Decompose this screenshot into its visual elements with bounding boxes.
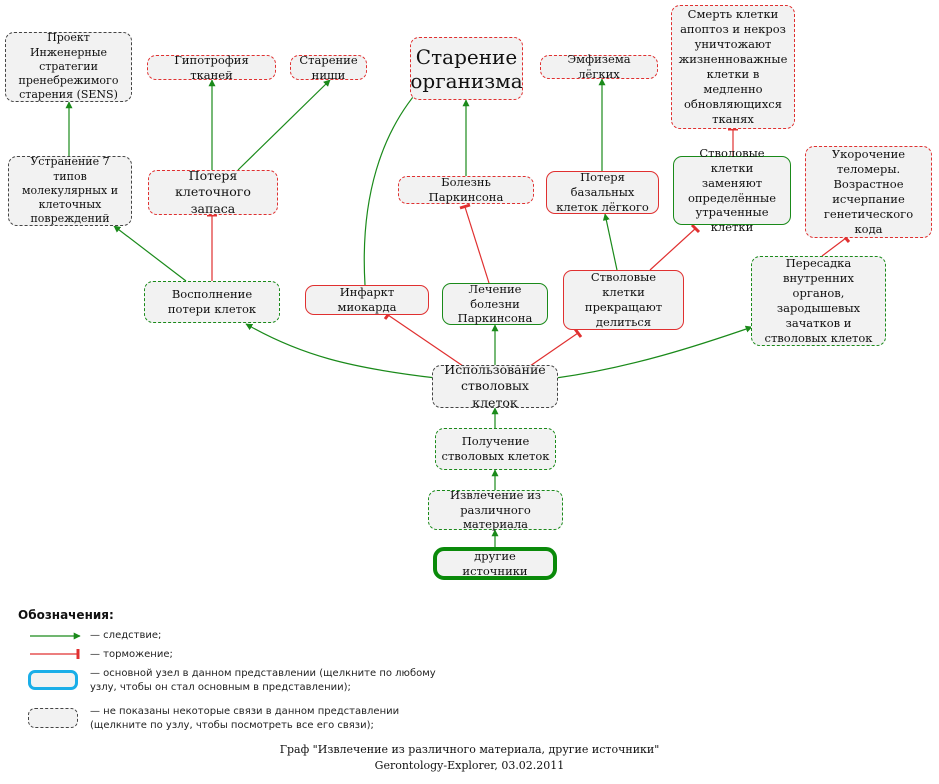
- node-seven-damage-types[interactable]: Устранение 7 типов молекулярных и клеточ…: [8, 155, 132, 226]
- node-tissue-hypotrophy[interactable]: Гипотрофия тканей: [147, 53, 276, 82]
- edge-replenish-to-seven: [113, 225, 187, 282]
- edge-reserve-to-niche: [237, 79, 331, 171]
- edge-stop-to-basal: [602, 213, 618, 271]
- caption-title: Граф "Извлечение из различного материала…: [279, 743, 660, 756]
- node-cell-loss-replenish[interactable]: Восполнение потери клеток: [144, 281, 280, 323]
- legend-main-node-swatch: [28, 670, 78, 690]
- legend-consequence-text: — следствие;: [90, 630, 162, 641]
- edge-transplant-inhibits-telomere: [821, 237, 847, 257]
- node-other-sources[interactable]: другие источники: [433, 547, 557, 580]
- node-parkinson-treatment[interactable]: Лечение болезни Паркинсона: [442, 282, 548, 325]
- node-stem-cell-use[interactable]: Использование стволовых клеток: [432, 362, 558, 410]
- node-organism-aging[interactable]: Старение организма: [410, 37, 523, 100]
- caption-source: Gerontology-Explorer, 03.02.2011: [374, 759, 565, 772]
- node-organ-transplant[interactable]: Пересадка внутренних органов, зародышевы…: [751, 256, 886, 346]
- node-stem-cell-obtain[interactable]: Получение стволовых клеток: [435, 428, 556, 470]
- edge-use-inhibits-infarct: [387, 314, 464, 367]
- node-cell-reserve-loss[interactable]: Потеря клеточного запаса: [148, 168, 278, 216]
- edge-use-inhibits-stop: [529, 332, 579, 367]
- node-extraction[interactable]: Извлечение из различного материала: [428, 488, 563, 531]
- edge-treatment-inhibits-parkinson: [464, 206, 490, 284]
- node-basal-cell-loss[interactable]: Потеря базальных клеток лёгкого: [546, 170, 659, 214]
- node-cell-death[interactable]: Смерть клетки апоптоз и некроз уничтожаю…: [671, 5, 795, 129]
- edge-stop-inhibits-replace: [649, 227, 697, 271]
- node-niche-aging[interactable]: Старение ниши: [290, 53, 367, 82]
- legend-inhibition-text: — торможение;: [90, 649, 173, 660]
- node-parkinson-disease[interactable]: Болезнь Паркинсона: [398, 175, 534, 204]
- edge-use-to-transplant: [555, 325, 753, 379]
- node-stem-cells-replace[interactable]: Стволовые клетки заменяют определённые у…: [673, 146, 791, 234]
- legend-main-node-text: — основной узел в данном представлении (…: [90, 668, 436, 693]
- node-stem-cells-stop[interactable]: Стволовые клетки прекращают делиться: [563, 270, 684, 330]
- node-sens-project[interactable]: Проект Инженерные стратегии пренебрежимо…: [5, 31, 132, 102]
- node-emphysema[interactable]: Эмфизема лёгких: [540, 52, 658, 81]
- legend-hidden-links-swatch: [28, 708, 78, 728]
- node-myocardial-infarction[interactable]: Инфаркт миокарда: [305, 285, 429, 315]
- edge-use-to-replenish: [245, 323, 437, 379]
- node-telomere-shortening[interactable]: Укорочение теломеры. Возрастное исчерпан…: [805, 146, 932, 238]
- legend-hidden-links-text: — не показаны некоторые связи в данном п…: [90, 706, 400, 731]
- edge-infarct-to-aging: [363, 81, 427, 286]
- legend-title: Обозначения:: [18, 608, 114, 622]
